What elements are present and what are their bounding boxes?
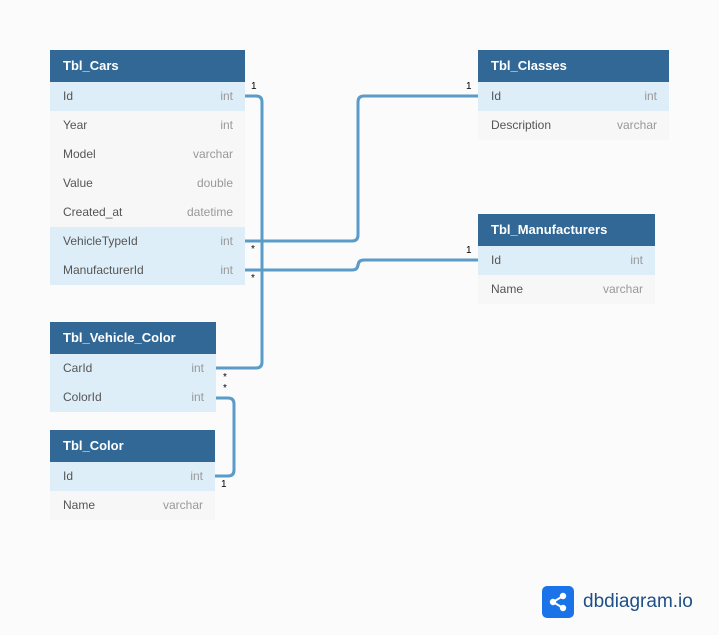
field-type: int — [630, 253, 643, 267]
cardinality-label: 1 — [221, 479, 227, 490]
table-tbl-cars[interactable]: Tbl_Cars Id int Year int Model varchar V… — [50, 50, 245, 285]
cardinality-label: * — [251, 273, 255, 284]
field-row[interactable]: Id int — [478, 82, 669, 111]
field-name: CarId — [63, 361, 93, 375]
field-name: Description — [491, 118, 552, 132]
field-name: Model — [63, 147, 96, 161]
field-row[interactable]: Model varchar — [50, 140, 245, 169]
field-row[interactable]: Description varchar — [478, 111, 669, 140]
share-nodes-icon — [542, 586, 574, 618]
field-type: int — [644, 89, 657, 103]
field-name: Created_at — [63, 205, 123, 219]
cardinality-label: * — [223, 383, 227, 394]
field-name: Id — [63, 89, 74, 103]
field-type: int — [191, 361, 204, 375]
field-name: VehicleTypeId — [63, 234, 138, 248]
table-header[interactable]: Tbl_Vehicle_Color — [50, 322, 216, 354]
field-name: Id — [491, 253, 502, 267]
field-row[interactable]: Id int — [50, 462, 215, 491]
field-row[interactable]: Created_at datetime — [50, 198, 245, 227]
field-name: ManufacturerId — [63, 263, 144, 277]
field-type: datetime — [186, 205, 233, 219]
table-header[interactable]: Tbl_Color — [50, 430, 215, 462]
table-tbl-manufacturers[interactable]: Tbl_Manufacturers Id int Name varchar — [478, 214, 655, 304]
field-type: varchar — [616, 118, 657, 132]
field-type: varchar — [162, 498, 203, 512]
field-name: Year — [63, 118, 88, 132]
edge-vehiclecolor-colorid-to-color[interactable] — [215, 396, 236, 478]
dbdiagram-logo[interactable]: dbdiagram.io — [542, 586, 693, 618]
field-type: int — [191, 390, 204, 404]
table-header[interactable]: Tbl_Cars — [50, 50, 245, 82]
field-type: int — [220, 118, 233, 132]
field-name: Id — [491, 89, 502, 103]
cardinality-label: 1 — [466, 245, 472, 256]
field-row[interactable]: Name varchar — [50, 491, 215, 520]
field-row[interactable]: ColorId int — [50, 383, 216, 412]
field-row[interactable]: Id int — [50, 82, 245, 111]
table-tbl-classes[interactable]: Tbl_Classes Id int Description varchar — [478, 50, 669, 140]
field-row[interactable]: Id int — [478, 246, 655, 275]
table-header[interactable]: Tbl_Manufacturers — [478, 214, 655, 246]
cardinality-label: * — [251, 244, 255, 255]
field-name: Id — [63, 469, 74, 483]
cardinality-label: 1 — [466, 81, 472, 92]
field-row[interactable]: Value double — [50, 169, 245, 198]
field-name: Name — [63, 498, 96, 512]
field-type: int — [190, 469, 203, 483]
cardinality-label: * — [223, 372, 227, 383]
edge-cars-vehicletype-to-classes[interactable] — [245, 94, 478, 243]
field-type: int — [220, 89, 233, 103]
field-row[interactable]: Year int — [50, 111, 245, 140]
field-row[interactable]: ManufacturerId int — [50, 256, 245, 285]
field-type: varchar — [192, 147, 233, 161]
table-tbl-vehicle-color[interactable]: Tbl_Vehicle_Color CarId int ColorId int — [50, 322, 216, 412]
field-name: Name — [491, 282, 524, 296]
field-name: ColorId — [63, 390, 102, 404]
field-name: Value — [63, 176, 93, 190]
edge-cars-manufacturer-to-manufacturers[interactable] — [245, 258, 478, 272]
cardinality-label: 1 — [251, 81, 257, 92]
table-header[interactable]: Tbl_Classes — [478, 50, 669, 82]
field-type: int — [220, 263, 233, 277]
field-row[interactable]: VehicleTypeId int — [50, 227, 245, 256]
brand-text: dbdiagram.io — [583, 591, 693, 612]
field-row[interactable]: Name varchar — [478, 275, 655, 304]
field-row[interactable]: CarId int — [50, 354, 216, 383]
table-tbl-color[interactable]: Tbl_Color Id int Name varchar — [50, 430, 215, 520]
field-type: double — [196, 176, 233, 190]
field-type: varchar — [602, 282, 643, 296]
field-type: int — [220, 234, 233, 248]
